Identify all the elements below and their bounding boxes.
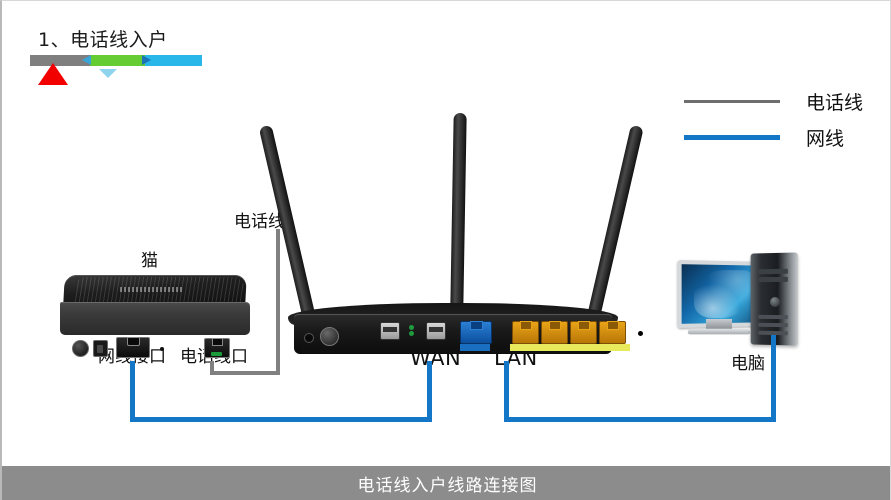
chevron-left-icon — [82, 55, 91, 65]
chevron-right-icon — [142, 55, 151, 65]
router-status-leds — [406, 324, 416, 340]
network-cable-lan-to-pc-run — [504, 417, 776, 422]
phone-cable-riser-to-modem — [210, 361, 214, 375]
computer-monitor-stand — [706, 319, 732, 329]
modem-chassis-top — [63, 275, 247, 305]
computer-monitor-base — [687, 328, 751, 335]
network-cable-lan-riser — [504, 361, 509, 421]
router-wan-label-strip — [460, 344, 490, 351]
modem-brand-mark — [119, 287, 183, 292]
computer-drive-bay-1 — [758, 268, 788, 275]
router-lan-label-strip — [510, 344, 630, 351]
router-lan-port-1 — [512, 321, 539, 344]
label-modem: 猫 — [141, 251, 158, 271]
progress-segment-current — [90, 55, 145, 66]
phone-line-swatch-icon — [684, 99, 780, 103]
label-computer: 电脑 — [731, 354, 765, 374]
modem-reset-pinhole — [160, 347, 164, 351]
legend-label-phone-line: 电话线 — [806, 91, 864, 114]
legend: 电话线 网线 — [684, 83, 863, 155]
current-step-marker-icon — [38, 63, 68, 85]
network-cable-computer-riser — [771, 335, 776, 421]
progress-segment-upcoming — [145, 55, 202, 66]
legend-item-network-cable: 网线 — [684, 119, 863, 155]
modem-rear-panel — [60, 302, 250, 358]
step-title: 1、电话线入户 — [38, 29, 168, 51]
modem-device — [60, 275, 250, 358]
router-device — [258, 111, 644, 354]
router-label-strip — [302, 346, 604, 353]
modem-phone-port — [204, 338, 230, 358]
modem-power-jack — [72, 340, 89, 357]
modem-lan-port — [116, 337, 150, 358]
progress-segment-completed — [30, 55, 90, 66]
caption-bar: 电话线入户线路连接图 — [2, 466, 890, 500]
label-phone-line: 电话线 — [234, 212, 285, 232]
router-rear-panel — [294, 314, 643, 354]
network-cable-modem-to-wan-run — [130, 417, 432, 422]
legend-label-network-cable: 网线 — [806, 127, 845, 150]
caption-text: 电话线入户线路连接图 — [357, 475, 538, 496]
router-lan-port-3 — [570, 321, 597, 344]
phone-cable-vertical-drop — [276, 229, 280, 375]
router-usb-port-2 — [426, 322, 446, 340]
legend-item-phone-line: 电话线 — [684, 83, 863, 119]
network-cable-wan-riser — [427, 361, 432, 421]
computer-power-button — [770, 296, 780, 308]
computer-vent-1 — [758, 314, 788, 320]
router-wps-reset-button — [638, 331, 643, 336]
router-antenna-right — [586, 124, 644, 323]
network-cable-swatch-icon — [684, 134, 780, 140]
router-lan-port-bank — [512, 321, 628, 344]
step-progress-bar — [30, 55, 202, 66]
router-lan-port-4 — [599, 321, 626, 344]
computer-drive-bay-2 — [758, 276, 788, 283]
router-antenna-center — [450, 112, 467, 326]
router-power-jack — [304, 333, 314, 343]
next-step-marker-icon — [99, 69, 117, 78]
phone-cable-horizontal-run — [210, 371, 280, 375]
router-power-button — [320, 327, 339, 346]
router-lan-port-2 — [541, 321, 568, 344]
router-wan-port — [460, 321, 492, 344]
computer-tower — [750, 252, 798, 346]
computer-device — [677, 252, 808, 349]
network-cable-modem-riser — [130, 361, 135, 421]
router-usb-port-1 — [380, 322, 400, 340]
computer-vent-2 — [758, 322, 788, 328]
modem-aux-port — [93, 340, 108, 357]
